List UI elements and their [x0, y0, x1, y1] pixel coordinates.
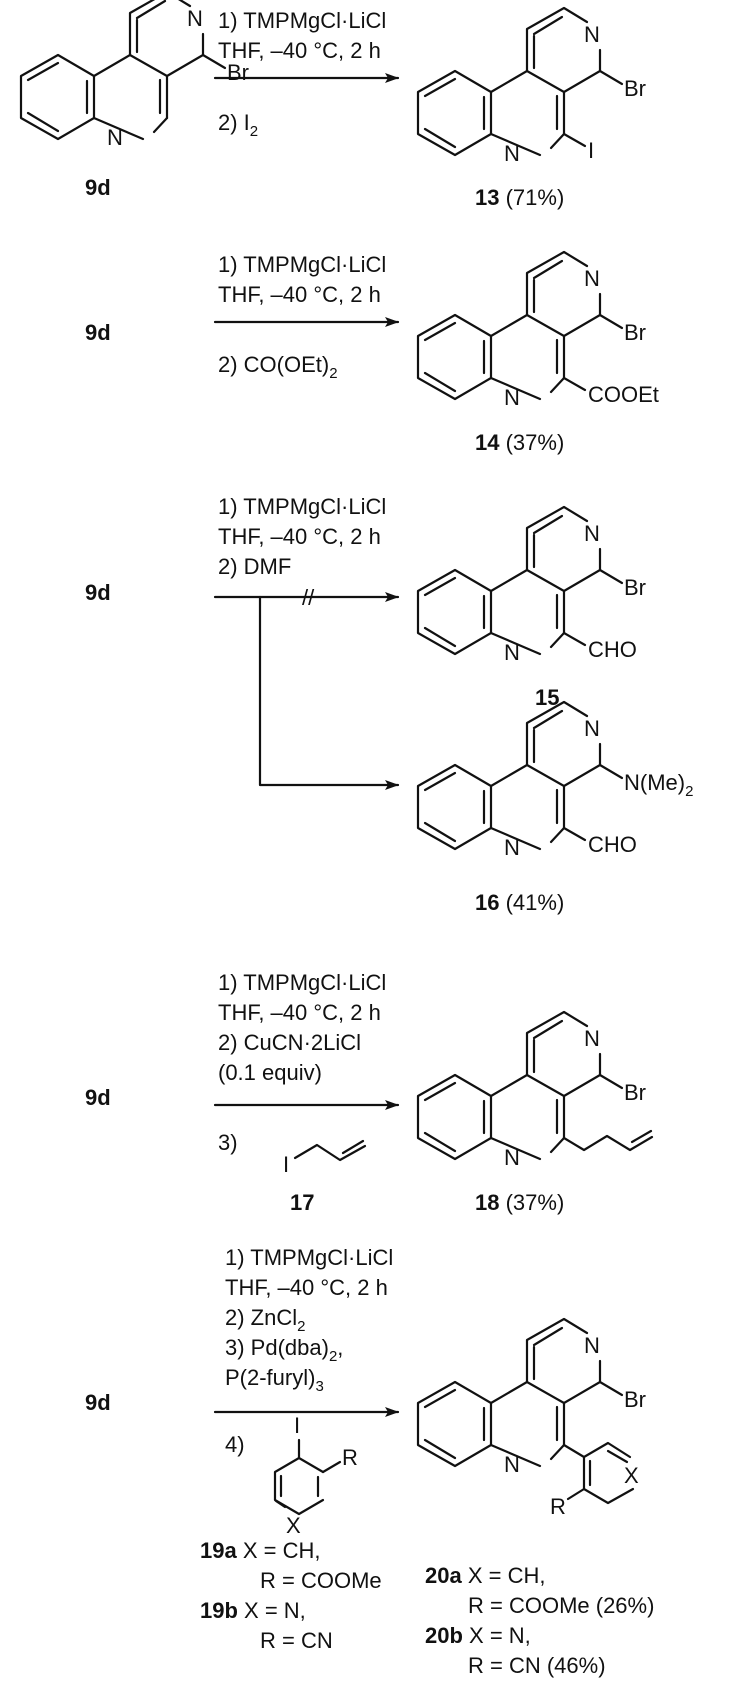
- condition-step-2-detail: (0.1 equiv): [218, 1060, 322, 1085]
- product-13-structure: N N Br I: [416, 6, 646, 166]
- reagent-x-atom: X: [286, 1513, 301, 1538]
- allyl-iodide-structure: I: [283, 1139, 367, 1177]
- product-label-20a: 20a X = CH,: [425, 1563, 545, 1588]
- product-20b-r: R = CN (46%): [468, 1653, 606, 1678]
- product-r-group: R: [550, 1494, 566, 1519]
- compound-label-9d: 9d: [85, 580, 111, 605]
- condition-step-1: 1) TMPMgCl·LiCl: [225, 1245, 393, 1270]
- reagent-19a-r: R = COOMe: [260, 1568, 382, 1593]
- condition-step-1-detail: THF, –40 °C, 2 h: [218, 282, 381, 307]
- blocked-marker: //: [302, 585, 315, 610]
- atom-i: I: [294, 1413, 300, 1438]
- atom-br: Br: [624, 76, 646, 101]
- atom-i: I: [588, 138, 594, 163]
- reaction-1: N N Br 9d 1) TMPMgCl·LiCl THF, –40 °C, 2…: [19, 0, 646, 210]
- reagent-label-19a: 19a X = CH,: [200, 1538, 320, 1563]
- atom-n: N: [584, 22, 600, 47]
- product-20-structure: N N Br X R: [416, 1317, 646, 1519]
- atom-br: Br: [624, 575, 646, 600]
- atom-n: N: [584, 1333, 600, 1358]
- condition-step-4: 4): [225, 1432, 245, 1457]
- condition-step-1-detail: THF, –40 °C, 2 h: [218, 38, 381, 63]
- substituent-aldehyde: CHO: [588, 832, 637, 857]
- atom-br: Br: [624, 1387, 646, 1412]
- reagent-label-19b: 19b X = N,: [200, 1598, 306, 1623]
- atom-n: N: [584, 716, 600, 741]
- substituent-ester: COOEt: [588, 382, 659, 407]
- condition-step-1: 1) TMPMgCl·LiCl: [218, 252, 386, 277]
- compound-label-9d: 9d: [85, 320, 111, 345]
- atom-n: N: [187, 6, 203, 31]
- condition-step-1-detail: THF, –40 °C, 2 h: [218, 524, 381, 549]
- condition-step-1-detail: THF, –40 °C, 2 h: [218, 1000, 381, 1025]
- condition-step-3: 3) Pd(dba)2,: [225, 1335, 343, 1365]
- atom-n: N: [584, 266, 600, 291]
- reagent-19b-r: R = CN: [260, 1628, 333, 1653]
- condition-step-1: 1) TMPMgCl·LiCl: [218, 494, 386, 519]
- condition-step-2: 2) ZnCl2: [225, 1305, 305, 1335]
- reaction-2: 9d 1) TMPMgCl·LiCl THF, –40 °C, 2 h 2) C…: [85, 250, 659, 455]
- reaction-3: 9d 1) TMPMgCl·LiCl THF, –40 °C, 2 h 2) D…: [85, 494, 693, 915]
- atom-br: Br: [624, 320, 646, 345]
- atom-n: N: [504, 640, 520, 665]
- reaction-4: 9d 1) TMPMgCl·LiCl THF, –40 °C, 2 h 2) C…: [85, 970, 654, 1215]
- atom-i: I: [283, 1152, 289, 1177]
- product-20a-r: R = COOMe (26%): [468, 1593, 654, 1618]
- atom-n: N: [504, 1452, 520, 1477]
- compound-label-9d: 9d: [85, 1390, 111, 1415]
- product-14-structure: N N Br COOEt: [416, 250, 659, 410]
- atom-n: N: [504, 385, 520, 410]
- product-label-16: 16 (41%): [475, 890, 564, 915]
- atom-br: Br: [624, 1080, 646, 1105]
- condition-step-2: 2) CO(OEt)2: [218, 352, 338, 382]
- substituent-dimethylamino: N(Me)2: [624, 770, 693, 800]
- product-label-18: 18 (37%): [475, 1190, 564, 1215]
- product-label-13: 13 (71%): [475, 185, 564, 210]
- substituent-aldehyde: CHO: [588, 637, 637, 662]
- condition-step-1: 1) TMPMgCl·LiCl: [218, 8, 386, 33]
- product-16-structure: N N N(Me)2 CHO: [416, 700, 693, 860]
- product-x-atom: X: [624, 1463, 639, 1488]
- reagent-r-group: R: [342, 1445, 358, 1470]
- product-label-14: 14 (37%): [475, 430, 564, 455]
- atom-n: N: [584, 521, 600, 546]
- atom-n: N: [504, 1145, 520, 1170]
- branch-arrow: [258, 595, 400, 790]
- condition-step-1: 1) TMPMgCl·LiCl: [218, 970, 386, 995]
- condition-step-2: 2) CuCN·2LiCl: [218, 1030, 361, 1055]
- atom-n: N: [584, 1026, 600, 1051]
- atom-n: N: [504, 835, 520, 860]
- reagent-label-17: 17: [290, 1190, 314, 1215]
- condition-step-3: 3): [218, 1130, 238, 1155]
- condition-step-1-detail: THF, –40 °C, 2 h: [225, 1275, 388, 1300]
- product-18-structure: N N Br: [416, 1010, 654, 1170]
- reaction-5: 9d 1) TMPMgCl·LiCl THF, –40 °C, 2 h 2) Z…: [85, 1245, 654, 1678]
- atom-n: N: [504, 141, 520, 166]
- atom-n: N: [107, 125, 123, 150]
- product-label-20b: 20b X = N,: [425, 1623, 531, 1648]
- condition-step-2: 2) I2: [218, 110, 258, 140]
- compound-label-9d: 9d: [85, 175, 111, 200]
- condition-step-3-detail: P(2-furyl)3: [225, 1365, 324, 1395]
- aryl-iodide-structure: I R X: [273, 1413, 358, 1538]
- atom-br: Br: [227, 60, 249, 85]
- allyl-substituent: [562, 1134, 654, 1152]
- product-15-structure: N N Br CHO: [416, 505, 646, 665]
- condition-step-2: 2) DMF: [218, 554, 291, 579]
- reactant-9d-structure: N N Br: [19, 0, 249, 150]
- compound-label-9d: 9d: [85, 1085, 111, 1110]
